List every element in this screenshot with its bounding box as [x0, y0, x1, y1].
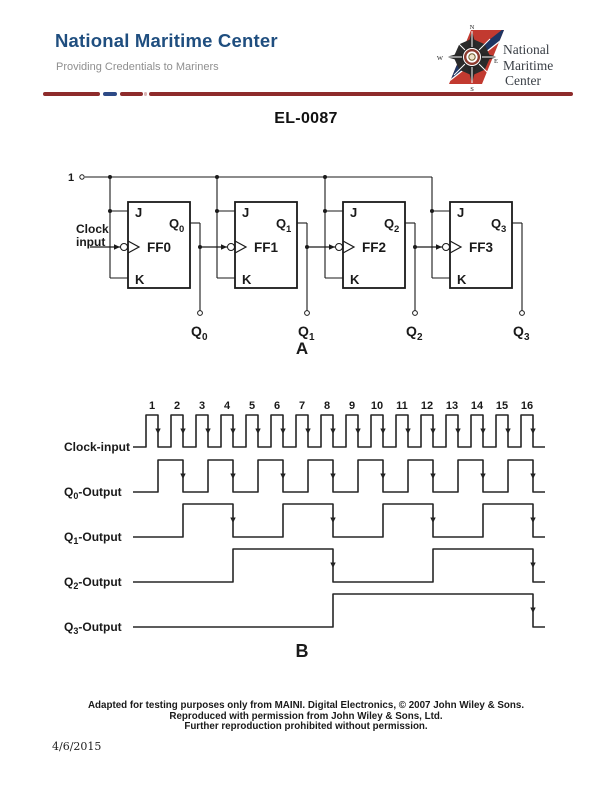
clock-pulse-number: 8 — [324, 400, 330, 412]
flip-flop-name: FF3 — [469, 240, 493, 255]
agency-subtitle: Providing Credentials to Mariners — [56, 61, 219, 73]
k-input-label: K — [457, 272, 467, 287]
q-output-subscript: 1 — [286, 224, 292, 235]
copyright-line-2: Reproduced with permission from John Wil… — [169, 710, 443, 722]
j-input-label: J — [457, 205, 464, 220]
q1-waveform — [133, 503, 545, 538]
q-output-label: Q — [276, 216, 286, 231]
clock-pulse-number: 1 — [149, 400, 155, 412]
k-input-label: K — [242, 272, 252, 287]
q-output-label: Q — [491, 216, 501, 231]
clock-pulse-number: 3 — [199, 400, 205, 412]
q-output-label: Q — [384, 216, 394, 231]
flip-flop-name: FF1 — [254, 240, 278, 255]
waveform-label: Q1-Output — [64, 530, 122, 546]
output-terminal-label: Q — [191, 323, 202, 339]
clock-input-label: Clock — [76, 222, 109, 236]
k-input-label: K — [350, 272, 360, 287]
clock-pulse-number: 10 — [371, 400, 383, 412]
compass-n-label: N — [470, 24, 475, 31]
logo-text-line-3: Center — [505, 73, 541, 88]
copyright-line-1: Adapted for testing purposes only from M… — [87, 700, 525, 711]
clock-pulse-number: 7 — [299, 400, 305, 412]
figure-a-label: A — [296, 339, 308, 358]
compass-w-label: W — [437, 55, 444, 62]
figure-b-label: B — [296, 641, 309, 661]
compass-rose — [446, 31, 498, 83]
output-terminal-subscript: 1 — [309, 332, 315, 343]
flip-flop-name: FF2 — [362, 240, 386, 255]
clock-pulse-number: 15 — [496, 400, 508, 412]
clock-pulse-number: 9 — [349, 400, 355, 412]
header-divider — [43, 92, 573, 96]
exhibit-number: EL-0087 — [274, 110, 338, 127]
output-terminal-subscript: 3 — [524, 332, 530, 343]
q-output-label: Q — [169, 216, 179, 231]
clock-pulse-number: 2 — [174, 400, 180, 412]
q3-waveform — [133, 593, 545, 628]
nmc-logo: N S W E National Maritime Center — [437, 24, 553, 93]
clock-pulse-number: 5 — [249, 400, 255, 412]
compass-e-label: E — [494, 58, 498, 65]
output-terminal-label: Q — [406, 323, 417, 339]
agency-title: National Maritime Center — [55, 30, 278, 51]
copyright-line-3: Further reproduction prohibited without … — [184, 721, 428, 733]
q0-waveform — [133, 459, 545, 493]
document-date: 4/6/2015 — [52, 740, 102, 753]
q-output-subscript: 0 — [179, 224, 184, 235]
logo-text-line-2: Maritime — [503, 58, 553, 73]
clock-input-label: input — [76, 235, 105, 249]
j-input-label: J — [350, 205, 357, 220]
output-terminal-subscript: 0 — [202, 332, 208, 343]
output-terminal-label: Q — [298, 323, 309, 339]
logo-text-line-1: National — [503, 42, 550, 57]
waveform-label: Clock-input — [64, 440, 130, 454]
waveform-label: Q2-Output — [64, 575, 122, 591]
clock-pulse-number: 12 — [421, 400, 433, 412]
output-terminal-label: Q — [513, 323, 524, 339]
q2-waveform — [133, 548, 545, 583]
clock-pulse-number: 4 — [224, 400, 231, 412]
output-terminal-subscript: 2 — [417, 332, 423, 343]
clock-pulse-number: 6 — [274, 400, 280, 412]
clock-waveform — [133, 414, 545, 448]
q-output-subscript: 3 — [501, 224, 506, 235]
flip-flop-name: FF0 — [147, 240, 171, 255]
j-input-label: J — [242, 205, 249, 220]
compass-s-label: S — [470, 86, 474, 93]
clock-pulse-number: 16 — [521, 400, 533, 412]
clock-pulse-number: 14 — [471, 400, 484, 412]
k-input-label: K — [135, 272, 145, 287]
clock-pulse-number: 13 — [446, 400, 458, 412]
waveform-label: Q0-Output — [64, 485, 122, 501]
copyright-notice: Adapted for testing purposes only from M… — [0, 700, 612, 733]
j-input-label: J — [135, 205, 142, 220]
q-output-subscript: 2 — [394, 224, 399, 235]
logic-high-label: 1 — [68, 172, 74, 184]
clock-pulse-number: 11 — [396, 400, 408, 412]
waveform-label: Q3-Output — [64, 620, 122, 636]
